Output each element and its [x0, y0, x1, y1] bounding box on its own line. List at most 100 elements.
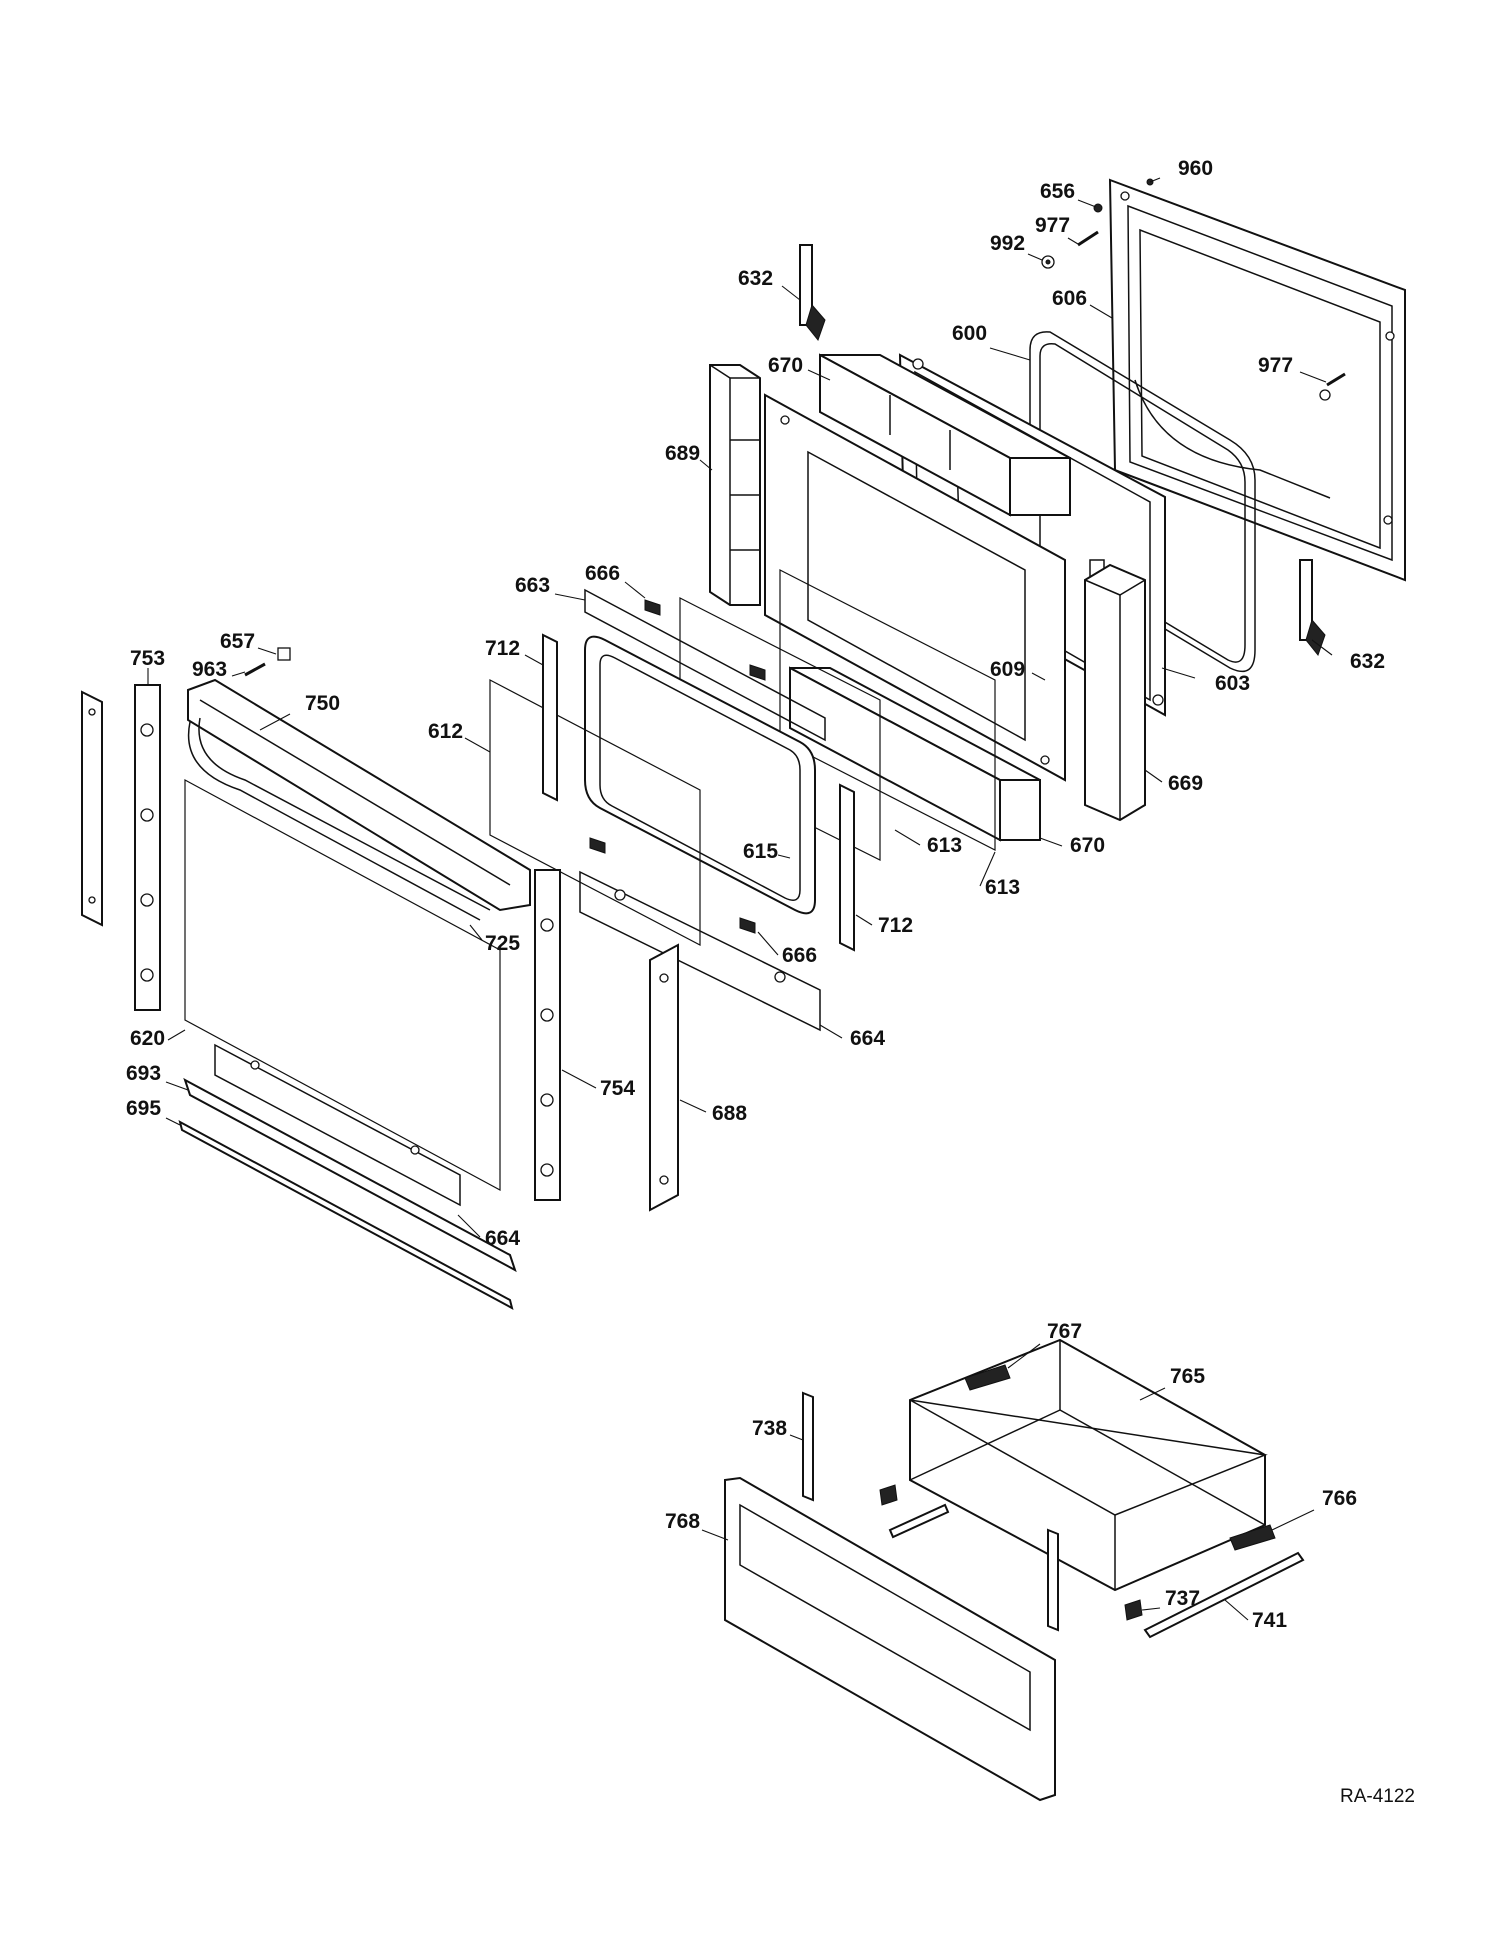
leader-741 — [1224, 1599, 1249, 1621]
part-656-bumper — [1093, 203, 1103, 213]
part-741-slide — [1143, 1551, 1305, 1639]
callout-738: 738 — [752, 1417, 787, 1440]
callout-669: 669 — [1168, 772, 1203, 795]
leader-693 — [165, 1081, 189, 1091]
callout-613: 613 — [927, 834, 962, 857]
part-977-pin-right — [1319, 372, 1346, 401]
leader-766 — [1271, 1509, 1315, 1531]
callout-664: 664 — [485, 1227, 520, 1250]
leader-613 — [979, 851, 996, 887]
callout-693: 693 — [126, 1062, 161, 1085]
callout-753: 753 — [130, 647, 165, 670]
part-609-door-frame — [764, 393, 1066, 782]
leader-657 — [257, 647, 277, 655]
leader-670 — [807, 369, 831, 381]
part-669-insulation-right — [1084, 563, 1146, 822]
part-712-channel-right — [839, 783, 855, 952]
callout-765: 765 — [1170, 1365, 1205, 1388]
leader-670 — [1039, 837, 1063, 847]
leader-615 — [777, 854, 791, 859]
drawer-clip — [879, 1484, 898, 1506]
leader-738 — [789, 1434, 804, 1441]
callout-666: 666 — [782, 944, 817, 967]
part-606-door-back-frame — [1108, 178, 1406, 582]
callout-737: 737 — [1165, 1587, 1200, 1610]
callout-712: 712 — [485, 637, 520, 660]
callout-725: 725 — [485, 932, 520, 955]
leader-712 — [524, 654, 544, 666]
part-666-clip-mid — [749, 664, 766, 681]
callout-754: 754 — [600, 1077, 635, 1100]
drawer-post-right — [1047, 1528, 1059, 1632]
part-666-clip-left — [589, 837, 606, 854]
part-689-insulation-left — [709, 364, 761, 606]
part-693-rail — [183, 1077, 517, 1273]
callout-612: 612 — [428, 720, 463, 743]
leader-603 — [1161, 667, 1196, 679]
part-657-nut — [277, 647, 291, 661]
part-754-side-trim-right — [534, 869, 561, 1201]
leader-664 — [819, 1024, 843, 1039]
leader-963 — [231, 671, 246, 677]
callout-663: 663 — [515, 574, 550, 597]
leader-664 — [457, 1214, 481, 1238]
callout-666: 666 — [585, 562, 620, 585]
part-753-side-trim-left — [134, 684, 161, 1011]
callout-695: 695 — [126, 1097, 161, 1120]
leader-977 — [1067, 237, 1079, 245]
drawing-id: RA-4122 — [1340, 1786, 1415, 1807]
leader-632 — [1311, 639, 1333, 656]
leader-765 — [1139, 1387, 1166, 1401]
part-977-pin-top — [1077, 230, 1099, 247]
leader-632 — [781, 285, 801, 301]
callout-603: 603 — [1215, 672, 1250, 695]
part-666-clip-bottom — [739, 917, 756, 934]
part-767-rear-bracket — [964, 1364, 1011, 1391]
callout-670: 670 — [768, 354, 803, 377]
leader-768 — [701, 1529, 729, 1541]
callout-labels: 9606569779926326066009776706896636666096… — [126, 157, 1385, 1632]
leader-613 — [894, 829, 921, 846]
callout-960: 960 — [1178, 157, 1213, 180]
plate-left — [81, 690, 103, 927]
part-612-glass — [489, 679, 701, 946]
callout-664: 664 — [850, 1027, 885, 1050]
leader-lines — [147, 177, 1333, 1621]
leader-992 — [1027, 253, 1043, 261]
drawer-rail-lower — [888, 1503, 950, 1539]
callout-657: 657 — [220, 630, 255, 653]
callout-712: 712 — [878, 914, 913, 937]
callout-977: 977 — [1258, 354, 1293, 377]
part-663-strip — [584, 588, 826, 742]
callout-656: 656 — [1040, 180, 1075, 203]
leader-600 — [989, 347, 1031, 361]
callout-992: 992 — [990, 232, 1025, 255]
leader-767 — [1007, 1343, 1041, 1369]
part-670-insulation-bottom — [789, 666, 1041, 842]
part-666-clip-top — [644, 599, 661, 616]
callout-688: 688 — [712, 1102, 747, 1125]
callout-613: 613 — [985, 876, 1020, 899]
leader-663 — [554, 593, 586, 601]
leader-666 — [624, 581, 646, 599]
callout-632: 632 — [738, 267, 773, 290]
part-768-drawer-front — [724, 1476, 1056, 1802]
part-712-channel-left — [542, 633, 558, 802]
callout-600: 600 — [952, 322, 987, 345]
leader-609 — [1031, 672, 1046, 681]
callout-670: 670 — [1070, 834, 1105, 857]
part-632-hinge-top — [799, 244, 826, 342]
callout-606: 606 — [1052, 287, 1087, 310]
part-737-roller — [1124, 1599, 1143, 1621]
callout-615: 615 — [743, 840, 778, 863]
callout-977: 977 — [1035, 214, 1070, 237]
callout-741: 741 — [1252, 1609, 1287, 1632]
leader-606 — [1089, 304, 1113, 319]
leader-750 — [259, 713, 291, 731]
leader-695 — [165, 1117, 181, 1126]
part-738-slide — [802, 1391, 814, 1502]
leader-737 — [1141, 1607, 1161, 1611]
leader-960 — [1149, 177, 1161, 183]
part-765-drawer-box — [909, 1338, 1268, 1592]
